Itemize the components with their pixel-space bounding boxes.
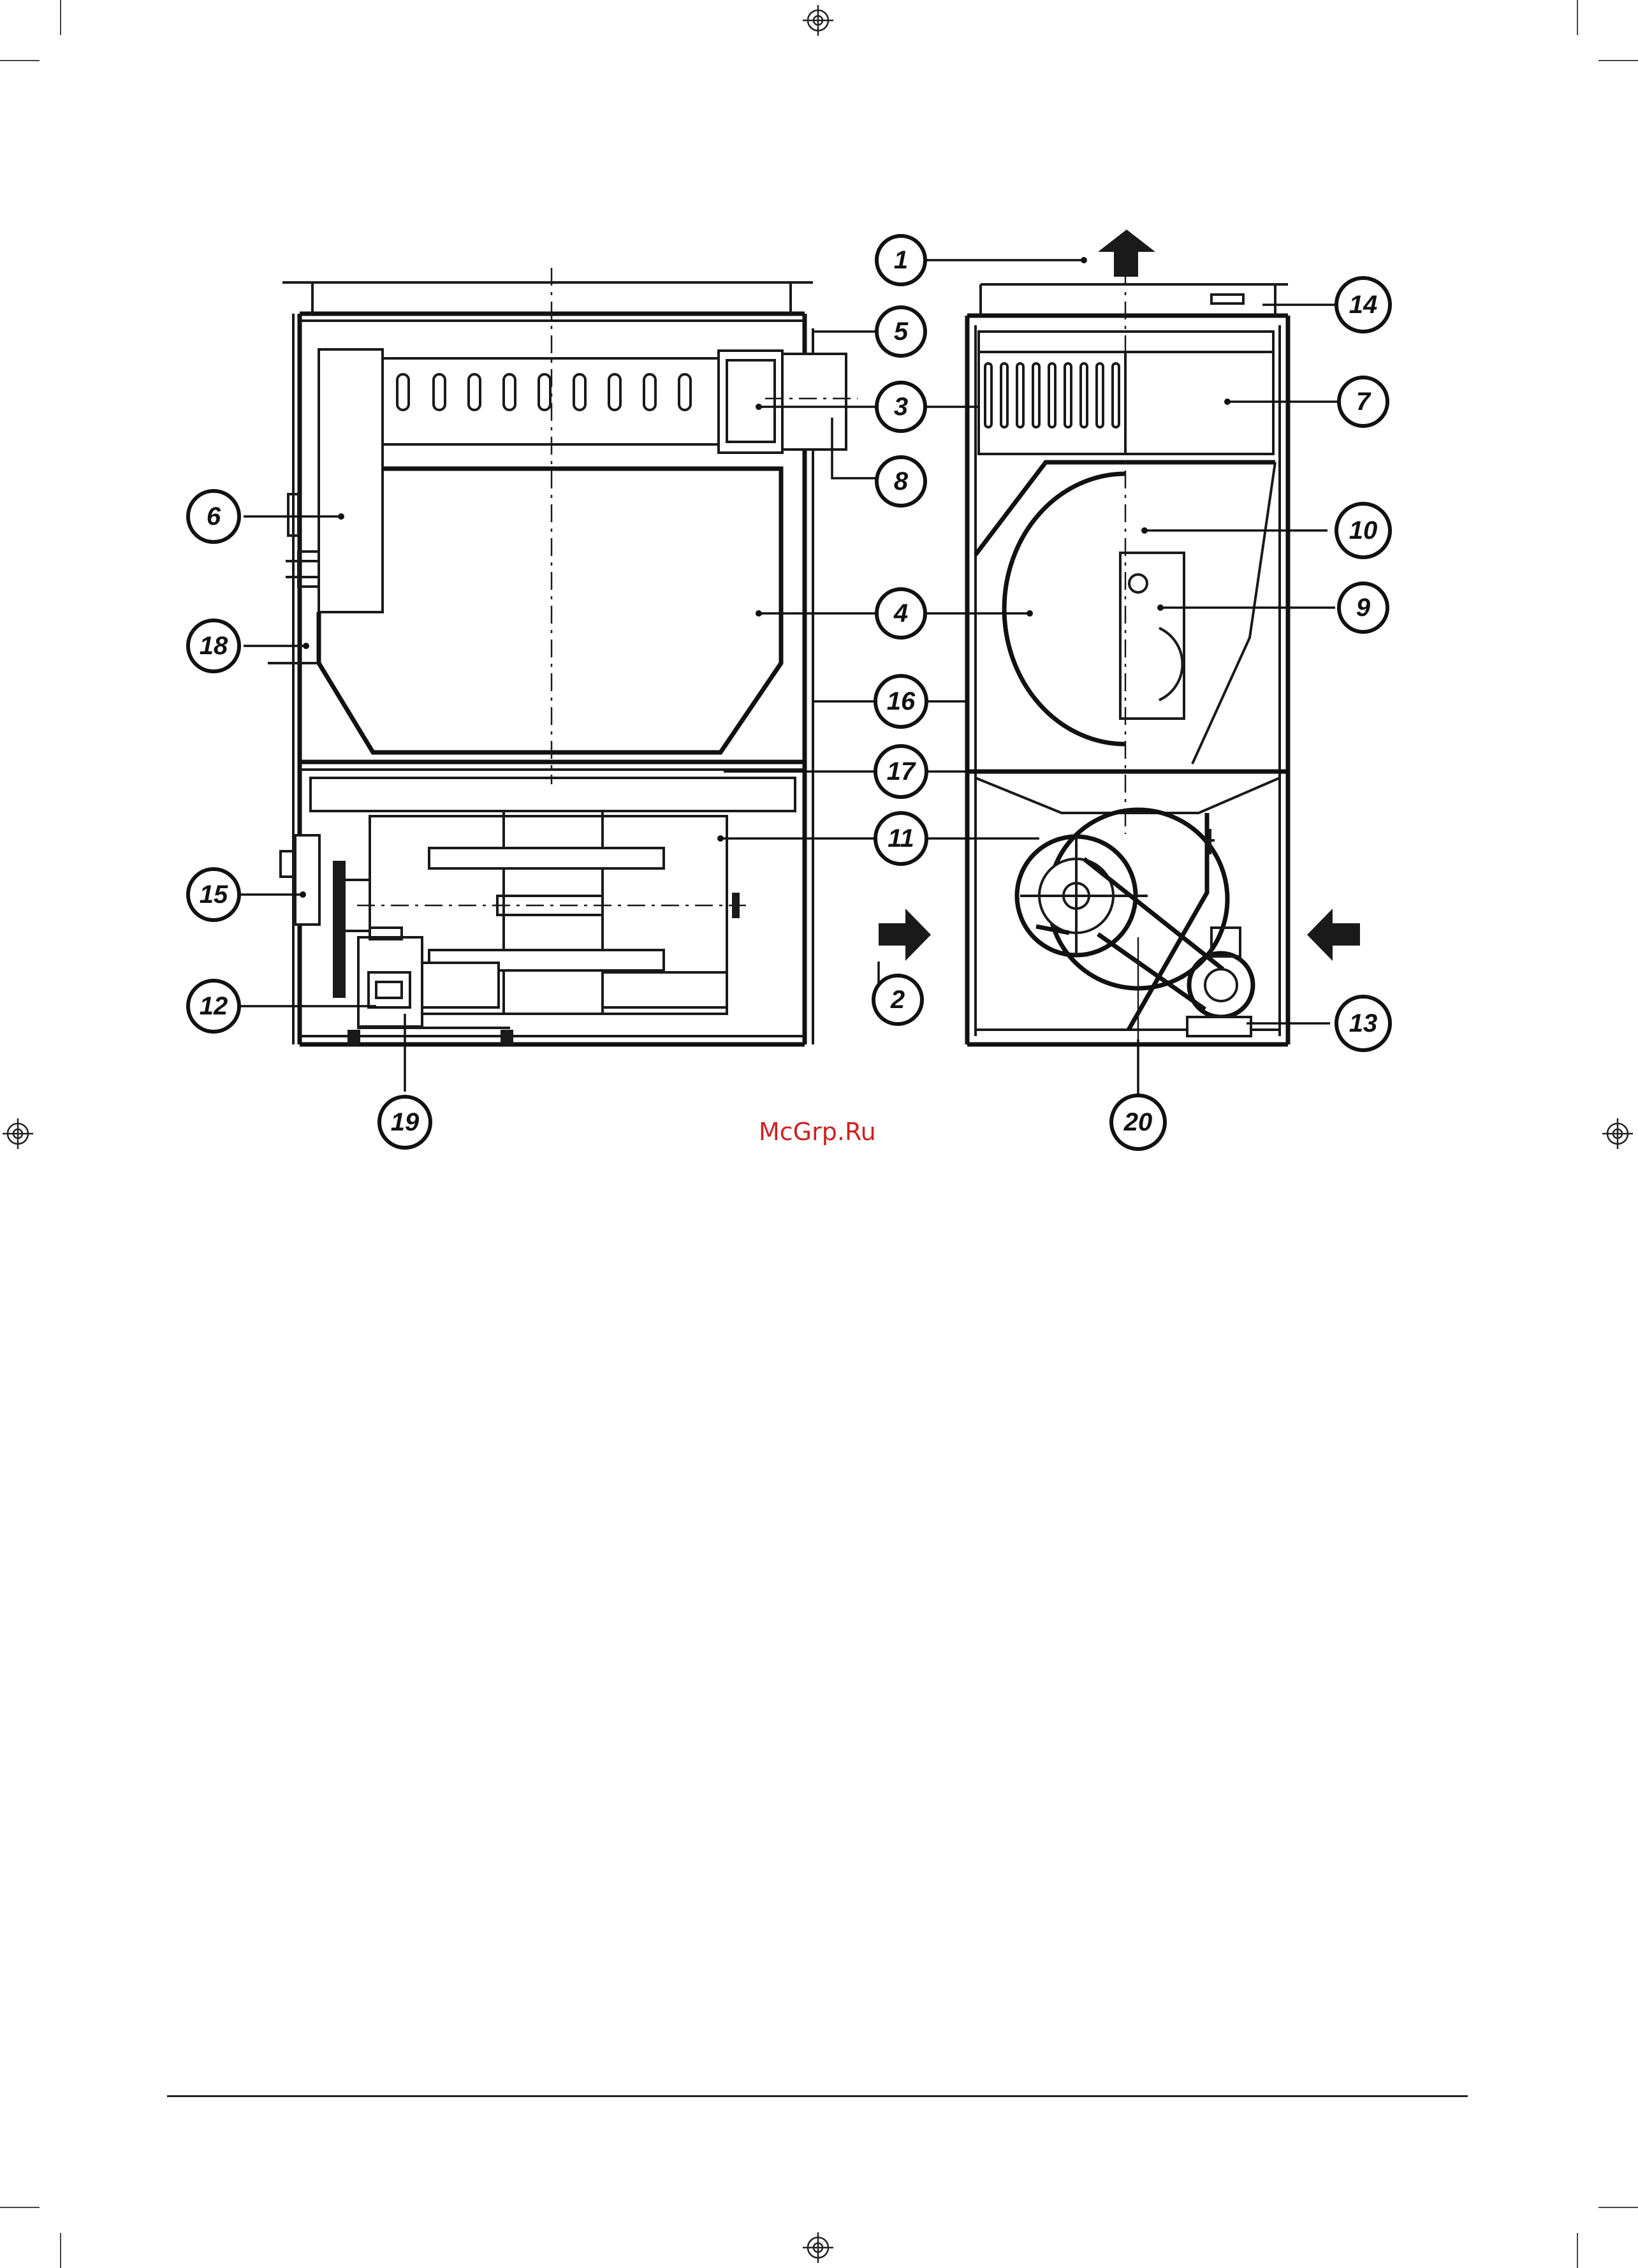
registration-mark-top xyxy=(803,5,833,36)
callout-20-text: 20 xyxy=(1123,1108,1153,1136)
callout-14-text: 14 xyxy=(1349,291,1378,319)
callout-3: 3 xyxy=(877,383,925,431)
front-mid-plate xyxy=(300,762,805,811)
callout-2-text: 2 xyxy=(890,986,905,1014)
callout-10-text: 10 xyxy=(1349,516,1378,545)
callout-8-text: 8 xyxy=(894,467,909,495)
registration-mark-bottom xyxy=(803,2232,833,2263)
callout-5-text: 5 xyxy=(894,318,909,346)
callout-2: 2 xyxy=(874,976,922,1024)
callout-12: 12 xyxy=(188,981,239,1032)
registration-mark-left xyxy=(3,1118,33,1149)
callout-9-text: 9 xyxy=(1356,594,1371,622)
front-view xyxy=(268,268,858,1046)
registration-mark-right xyxy=(1602,1118,1633,1149)
callout-20: 20 xyxy=(1111,1095,1165,1149)
callout-1: 1 xyxy=(877,236,925,284)
airflow-in-arrow-left xyxy=(879,909,931,961)
callout-15-text: 15 xyxy=(200,881,228,909)
callout-4: 4 xyxy=(877,589,925,638)
callout-6-text: 6 xyxy=(207,502,221,530)
callout-17-text: 17 xyxy=(887,757,916,786)
callout-16-text: 16 xyxy=(887,687,916,715)
heat-exchanger-tubes xyxy=(383,358,719,444)
callout-7: 7 xyxy=(1339,377,1387,426)
callout-9: 9 xyxy=(1339,583,1387,632)
callout-14: 14 xyxy=(1336,278,1390,332)
airflow-in-arrow-right xyxy=(1307,909,1360,961)
callout-16: 16 xyxy=(875,676,926,727)
callout-4-text: 4 xyxy=(893,599,908,627)
callout-12-text: 12 xyxy=(200,992,228,1020)
side-mid-divider xyxy=(967,772,1288,813)
callout-19-text: 19 xyxy=(391,1108,420,1136)
callout-18: 18 xyxy=(188,620,239,671)
side-top-frame xyxy=(967,284,1288,316)
callout-8: 8 xyxy=(877,457,925,506)
callout-15: 15 xyxy=(188,869,239,920)
watermark: McGrp.Ru xyxy=(759,1118,876,1146)
callout-6: 6 xyxy=(188,491,239,542)
motor xyxy=(347,928,513,1046)
callout-13-text: 13 xyxy=(1349,1009,1378,1037)
flue-collectors xyxy=(719,351,858,453)
callout-3-text: 3 xyxy=(894,393,908,421)
callout-13: 13 xyxy=(1336,997,1390,1050)
side-view xyxy=(967,268,1288,1097)
callout-5: 5 xyxy=(877,307,925,356)
front-top-frame xyxy=(282,282,813,321)
callout-11-text: 11 xyxy=(888,824,914,852)
callout-19: 19 xyxy=(379,1097,430,1148)
footer-rule xyxy=(167,2095,1468,2097)
callout-17: 17 xyxy=(875,746,926,797)
callout-1-text: 1 xyxy=(894,246,908,274)
callout-11: 11 xyxy=(875,813,926,864)
airflow-out-arrow xyxy=(1098,230,1155,277)
callout-7-text: 7 xyxy=(1356,388,1371,416)
callout-10: 10 xyxy=(1336,504,1390,557)
blower xyxy=(1017,810,1253,1036)
callout-18-text: 18 xyxy=(200,632,228,660)
